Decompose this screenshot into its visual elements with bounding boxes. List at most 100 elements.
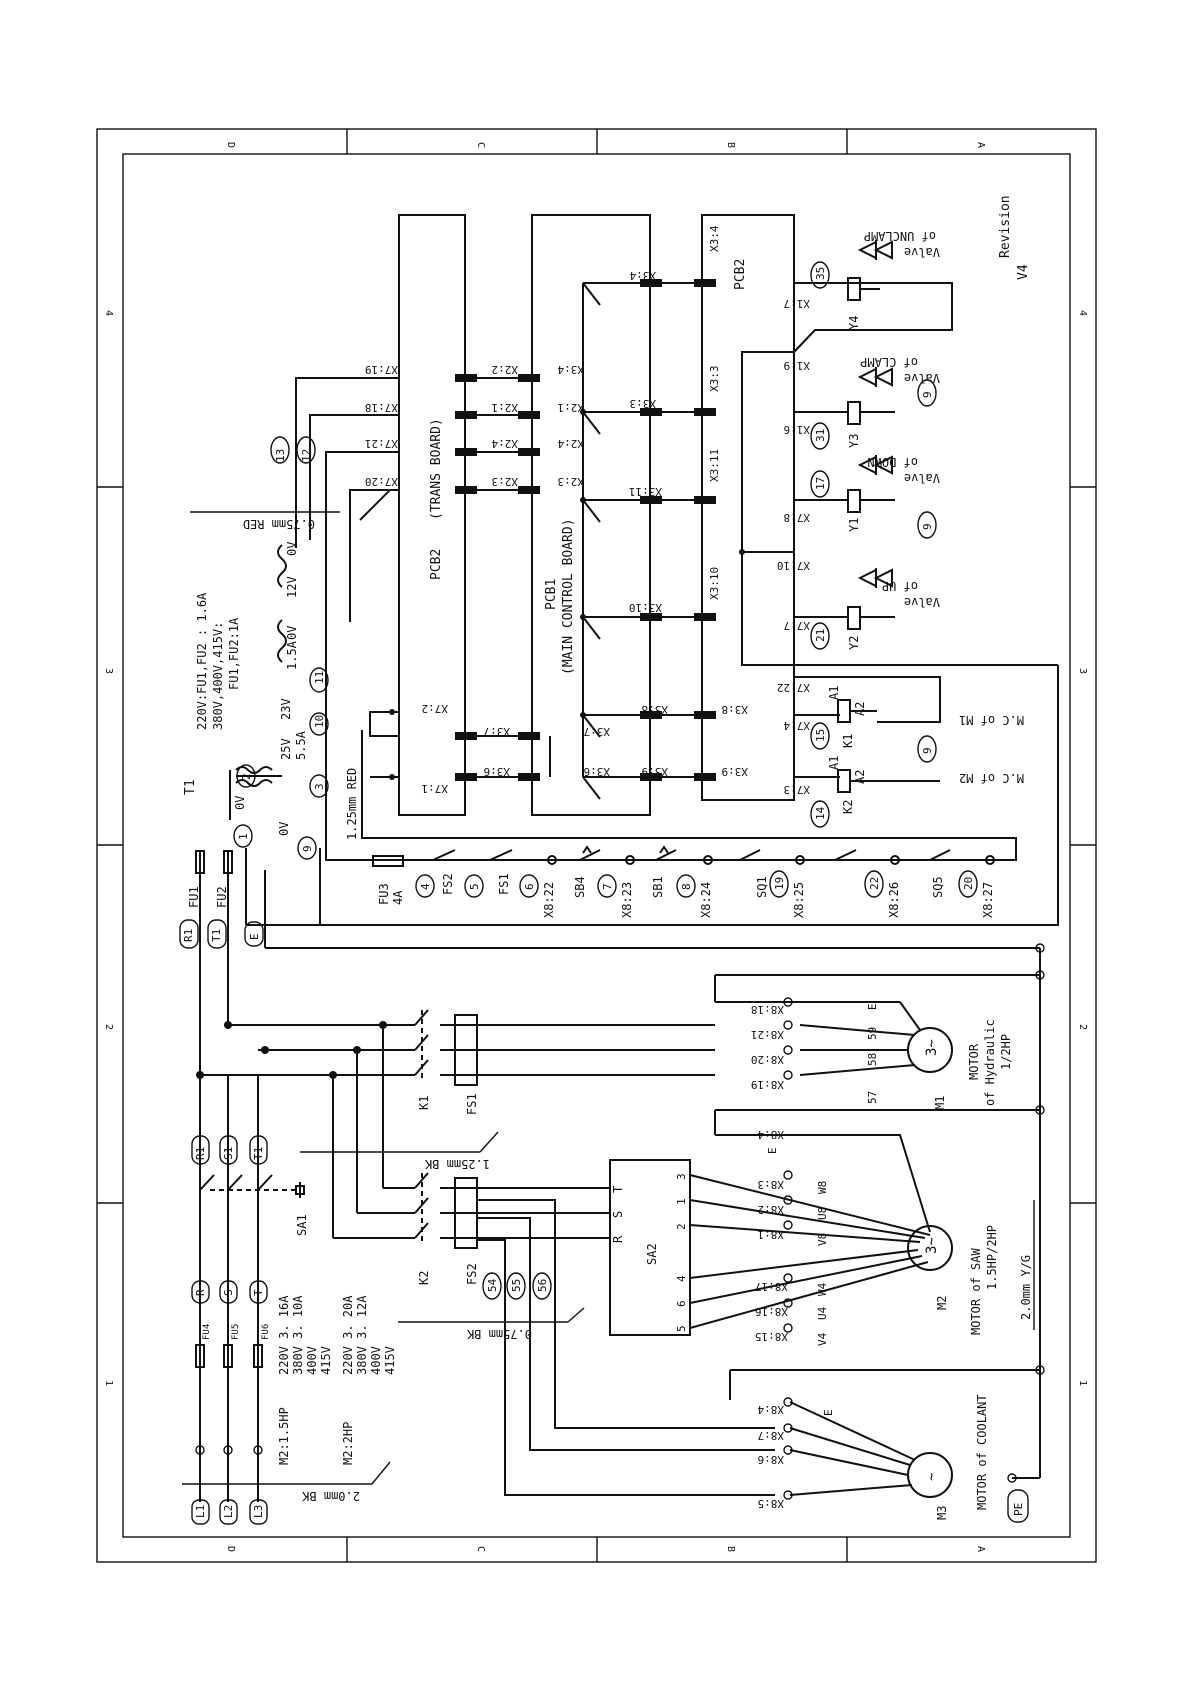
m1-title: MOTOR [967, 1043, 981, 1080]
t1-sec1-num-circle [309, 774, 329, 798]
zone-col-bot-4: A [975, 1546, 986, 1552]
input-l2-box [219, 1499, 238, 1525]
rating-b-2: 380V 3. 12A [355, 1295, 369, 1375]
mains-fuses [195, 1174, 305, 1368]
m2-t-x8-2: X8:2 [758, 1203, 785, 1216]
zone-col-top-1: D [225, 142, 236, 148]
phase-t: T [252, 1289, 265, 1296]
pcb2-io-board [701, 214, 795, 801]
k1-contactor-label: K1 [417, 1096, 431, 1110]
m2-hp: 1.5HP/2HP [985, 1225, 999, 1290]
phase-t1: T1 [252, 1147, 265, 1160]
x3-10-mid-label: X3:10 [629, 601, 662, 614]
x3-7-a-label: X3:7 [484, 725, 511, 738]
sb1-label: SB1 [651, 876, 665, 898]
x2-4-right-label: X2:4 [557, 437, 584, 450]
contactor-k1 [414, 1009, 478, 1086]
m2-t-x8-4: X8:4 [757, 1128, 784, 1141]
sb4-num-circle [597, 874, 617, 898]
zone-row-left-3: 2 [103, 1024, 114, 1030]
fu6-label: FU6 [261, 1324, 271, 1340]
x3-10-io-label: X3:10 [708, 567, 721, 600]
x7-10-label: X7:10 [777, 559, 810, 572]
wire-note-075-red: 0.75mm RED [243, 517, 315, 531]
control-chain-wire [245, 665, 1059, 926]
rating-b-3: 400V [369, 1346, 383, 1375]
m1-symbol: 3~ [924, 1039, 940, 1056]
x8-22-label: X8:22 [542, 882, 556, 918]
rating-a-3: 400V [305, 1346, 319, 1375]
k1-n2: 9 [921, 747, 934, 754]
valve-down-n2-circle [917, 511, 937, 539]
m1-n-57: 57 [866, 1091, 879, 1104]
pcb1-main-sub: (MAIN CONTROL BOARD) [561, 518, 576, 675]
m2-t-x8-15: X8:15 [755, 1330, 788, 1343]
rating-a-4: 415V [319, 1346, 333, 1375]
tap-r1-box [179, 919, 199, 949]
sa2-out-4: 4 [675, 1275, 688, 1282]
m3-symbol: ~ [924, 1473, 940, 1481]
fs2-chain-num: 5 [468, 883, 481, 890]
x1-6-label: X1:6 [784, 423, 811, 436]
t1-sec3-num2: 12 [300, 449, 313, 462]
t1-sec1-num2: 2 [240, 773, 253, 780]
fuse-note-1: 220V:FU1,FU2 : 1.6A [195, 592, 209, 730]
k2-a1: A1 [827, 756, 841, 770]
fu3-num: 4 [419, 883, 432, 890]
t1-sec1-amps: 5.5A [294, 730, 308, 760]
x7-1-label: X7:1 [422, 782, 449, 795]
valve-unclamp-coil: Y4 [847, 316, 861, 330]
phase-s-box [219, 1280, 238, 1304]
sq1-num: 19 [773, 877, 786, 890]
m3-t-x8-5: X8:5 [758, 1497, 785, 1510]
sq5-label: SQ5 [931, 876, 945, 898]
valve-unclamp-line1: Valve [904, 245, 940, 259]
m2-t-x8-17: X8:17 [755, 1280, 788, 1293]
phase-s1: S1 [222, 1147, 235, 1160]
pcb2-trans-board [398, 214, 466, 816]
x3-4-left-label: X3:4 [557, 363, 584, 376]
valve-up-line1: Valve [904, 595, 940, 609]
t1-primary-1: 1 [237, 833, 250, 840]
control-chain-labels: FU3 4A 4 FS2 5 FS1 6 X8:22 SB4 7 X8:23 S… [377, 870, 995, 918]
k2-contactor-label: K2 [417, 1271, 431, 1285]
k1-n2-circle [917, 735, 937, 763]
zone-row-right-4: 1 [1077, 1380, 1088, 1386]
fs2-chain-label: FS2 [441, 873, 455, 895]
m3-t-x8-6: X8:6 [758, 1453, 785, 1466]
sa2-in-r: R [611, 1235, 625, 1243]
rating-b-4: 415V [383, 1346, 397, 1375]
zone-col-top-3: B [725, 142, 736, 148]
x7-7-label: X7:7 [784, 619, 811, 632]
sa2-out-2: 2 [675, 1223, 688, 1230]
x1-7-label: X1:7 [784, 297, 811, 310]
wire-note-bk-075-tick [567, 1307, 585, 1323]
valve-clamp-num-circle [810, 422, 830, 450]
fu1-fu2-symbols [195, 850, 233, 874]
fs1-chain-num-circle [519, 874, 539, 898]
m1-t-x8-19: X8:19 [751, 1078, 784, 1091]
fs1-chain-label: FS1 [497, 873, 511, 895]
m1-sub: of Hydraulic [983, 1019, 997, 1106]
sa1-label: SA1 [295, 1214, 309, 1236]
t1-sec3-num2-circle [296, 436, 316, 464]
rating-m2-2: M2:2HP [341, 1422, 355, 1465]
m1-t-x8-20: X8:20 [751, 1053, 784, 1066]
k1-a2: A2 [853, 702, 867, 716]
sb1-num: 8 [680, 883, 693, 890]
k1-num-circle [810, 722, 830, 750]
m2-t-x8-1: X8:1 [758, 1228, 785, 1241]
tap-e: E [248, 933, 261, 940]
m2-id: M2 [935, 1296, 949, 1310]
phase-r-box [191, 1280, 210, 1304]
valve-unclamp-line2: of UNCLAMP [864, 229, 936, 243]
valve-clamp-coil: Y3 [847, 434, 861, 448]
valve-down-num: 17 [814, 477, 827, 490]
t1-sec3-num: 13 [274, 449, 287, 462]
x8-26-label: X8:26 [887, 882, 901, 918]
sb1-num-circle [676, 874, 696, 898]
zone-col-bot-3: B [725, 1546, 736, 1552]
pcb2-trans-sub: (TRANS BOARD) [429, 418, 444, 520]
rating-table: M2:1.5HP 220V 3. 16A 380V 3. 10A 400V 41… [277, 1295, 397, 1465]
sa2-box [609, 1159, 691, 1336]
